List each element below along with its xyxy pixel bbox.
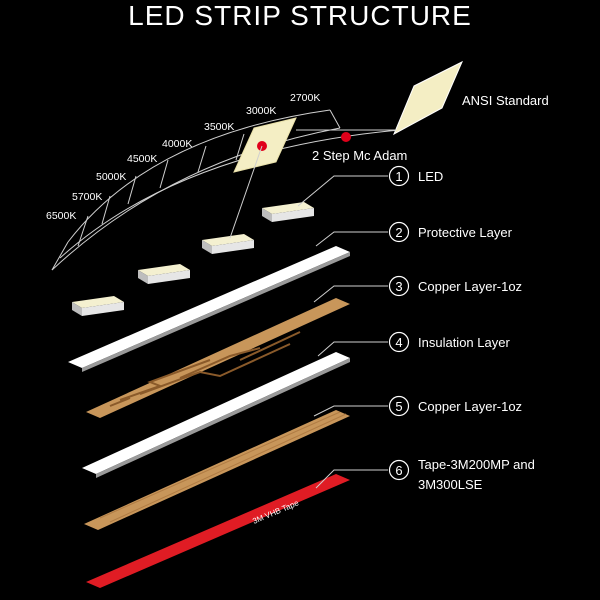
leader-protective	[315, 231, 388, 247]
cct-divider	[197, 145, 207, 173]
leader-insulation	[317, 341, 388, 357]
ansi-diamond	[392, 60, 464, 136]
chip-leader	[229, 145, 263, 239]
cct-divider	[101, 195, 111, 225]
macadam-marker	[341, 132, 351, 142]
layer-name: Protective Layer	[418, 225, 513, 240]
number-badge-text: 2	[395, 225, 402, 240]
cct-label: 6500K	[46, 210, 76, 222]
ansi-label: ANSI Standard	[462, 93, 549, 108]
number-badge-text: 5	[395, 399, 402, 414]
number-badge	[388, 331, 410, 353]
copper-layer-strip	[86, 298, 350, 418]
layer-name: Copper Layer-1oz	[418, 279, 522, 294]
cct-divider	[235, 133, 245, 161]
leader-copper-2	[313, 405, 388, 417]
cct-divider	[159, 159, 169, 189]
copper-layer-strip	[84, 410, 350, 530]
layer-name-line2: 3M300LSE	[418, 477, 483, 492]
cct-label: 3500K	[204, 121, 234, 133]
layer-name: Insulation Layer	[418, 335, 510, 350]
cct-label: 4500K	[127, 153, 157, 165]
layer-name: LED	[418, 169, 443, 184]
number-badge	[388, 395, 410, 417]
insulation-layer-strip	[82, 352, 350, 478]
layer-label-protective: 2 Protective Layer	[388, 221, 513, 243]
layer-label-insulation: 4 Insulation Layer	[388, 331, 510, 353]
cct-band-lower	[51, 127, 341, 271]
page-title: LED STRIP STRUCTURE	[128, 0, 472, 31]
cct-label: 4000K	[162, 138, 192, 150]
led-chip	[262, 202, 314, 222]
leader-copper-1	[313, 285, 388, 303]
number-badge	[388, 221, 410, 243]
number-badge-text: 6	[395, 463, 402, 478]
cct-band-right-end	[329, 109, 341, 129]
layer-label-tape: 6 Tape-3M200MP and 3M300LSE	[388, 457, 535, 492]
cct-band-left-end	[51, 241, 69, 271]
cct-labels: 6500K 5700K 5000K 4500K 4000K 3500K 3000…	[46, 92, 320, 222]
led-chip	[72, 296, 124, 316]
cct-label: 5000K	[96, 171, 126, 183]
cct-label: 3000K	[246, 105, 276, 117]
number-badge	[388, 165, 410, 187]
layer-label-copper-2: 5 Copper Layer-1oz	[388, 395, 522, 417]
number-badge	[388, 275, 410, 297]
macadam-label: 2 Step Mc Adam	[312, 148, 407, 163]
number-badge	[388, 459, 410, 481]
led-chip	[202, 234, 254, 254]
layer-label-copper-1: 3 Copper Layer-1oz	[388, 275, 522, 297]
number-badge-text: 3	[395, 279, 402, 294]
layer-label-led: 1 LED	[388, 165, 443, 187]
led-chip	[138, 264, 190, 284]
cct-label: 2700K	[290, 92, 320, 104]
cct-band-upper	[67, 109, 331, 243]
cct-label: 5700K	[72, 191, 102, 203]
leader-led	[297, 175, 388, 207]
leader-tape	[315, 469, 388, 489]
layer-name: Tape-3M200MP and	[418, 457, 535, 472]
tape-layer-strip: 3M VHB Tape	[86, 474, 350, 588]
layer-leaders	[297, 175, 388, 489]
layer-name: Copper Layer-1oz	[418, 399, 522, 414]
protective-layer-strip	[68, 246, 350, 372]
number-badge-text: 1	[395, 169, 402, 184]
number-badge-text: 4	[395, 335, 402, 350]
layer-labels: 1 LED 2 Protective Layer 3 Copper Layer-…	[388, 165, 535, 492]
cct-divider	[127, 175, 137, 205]
